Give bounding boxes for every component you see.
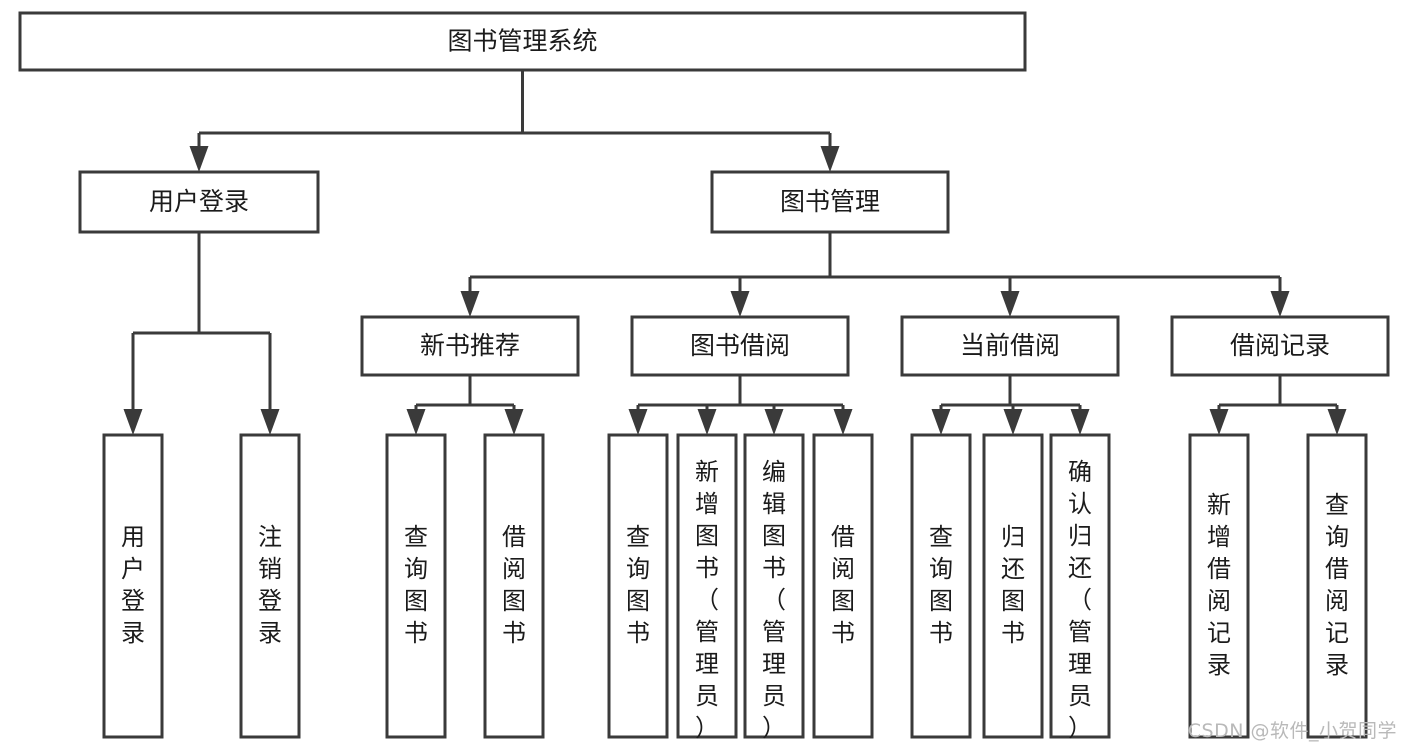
node-label: 用户登录 [121, 523, 145, 647]
arrow-head-icon [931, 409, 951, 435]
node-leaf-return-book[interactable]: 归还图书 [982, 433, 1044, 739]
arrow-head-icon [1000, 291, 1020, 317]
arrow-head-icon [628, 409, 648, 435]
node-leaf-query-record[interactable]: 查询借阅记录 [1306, 433, 1368, 739]
node-records[interactable]: 借阅记录 [1170, 315, 1390, 377]
node-leaf-borrow-book-new[interactable]: 借阅图书 [483, 433, 545, 739]
node-box[interactable] [607, 433, 669, 739]
arrow-head-icon [1327, 409, 1347, 435]
node-leaf-add-record[interactable]: 新增借阅记录 [1188, 433, 1250, 739]
node-current[interactable]: 当前借阅 [900, 315, 1120, 377]
node-root[interactable]: 图书管理系统 [18, 11, 1027, 72]
node-box[interactable] [102, 433, 164, 739]
node-newbook[interactable]: 新书推荐 [360, 315, 580, 377]
node-box[interactable] [900, 315, 1120, 377]
arrow-head-icon [406, 409, 426, 435]
node-box[interactable] [18, 11, 1027, 72]
node-label: 用户登录 [149, 187, 249, 216]
arrow-head-icon [1270, 291, 1290, 317]
node-box[interactable] [1049, 433, 1111, 739]
node-label: 图书管理 [780, 187, 880, 216]
arrow-head-icon [833, 409, 853, 435]
node-leaf-query-book-new[interactable]: 查询图书 [385, 433, 447, 739]
node-leaf-confirm-return-admin[interactable]: 确认归还（管理员） [1049, 433, 1111, 742]
node-box[interactable] [360, 315, 580, 377]
node-label: 查询图书 [929, 523, 953, 647]
node-label: 图书管理系统 [447, 27, 597, 56]
node-leaf-add-book-admin[interactable]: 新增图书（管理员） [676, 433, 738, 742]
node-box[interactable] [239, 433, 301, 739]
node-bookmgmt[interactable]: 图书管理 [710, 170, 950, 234]
node-label: 当前借阅 [960, 331, 1060, 360]
arrow-head-icon [1003, 409, 1023, 435]
arrow-head-icon [1209, 409, 1229, 435]
node-label: 新增借阅记录 [1207, 491, 1231, 679]
node-box[interactable] [676, 433, 738, 739]
node-label: 归还图书 [1001, 523, 1025, 647]
arrow-head-icon [697, 409, 717, 435]
arrow-head-icon [260, 409, 280, 435]
edge-group-borrow [628, 375, 853, 435]
node-box[interactable] [812, 433, 874, 739]
node-box[interactable] [1306, 433, 1368, 739]
node-box[interactable] [1170, 315, 1390, 377]
edge-group-records [1209, 375, 1347, 435]
node-label: 查询图书 [404, 523, 428, 647]
node-box[interactable] [630, 315, 850, 377]
node-box[interactable] [385, 433, 447, 739]
node-box[interactable] [78, 170, 320, 234]
node-leaf-user-login[interactable]: 用户登录 [102, 433, 164, 739]
node-label: 查询借阅记录 [1325, 491, 1349, 679]
node-label: 编辑图书（管理员） [762, 458, 786, 742]
watermark-text: CSDN @软件_小贺同学 [1187, 720, 1397, 742]
node-box[interactable] [483, 433, 545, 739]
node-box[interactable] [910, 433, 972, 739]
arrow-head-icon [730, 291, 750, 317]
node-box[interactable] [982, 433, 1044, 739]
node-box[interactable] [743, 433, 805, 739]
arrow-head-icon [1070, 409, 1090, 435]
node-login[interactable]: 用户登录 [78, 170, 320, 234]
node-label: 注销登录 [258, 523, 282, 647]
node-leaf-query-book-borrow[interactable]: 查询图书 [607, 433, 669, 739]
arrow-head-icon [820, 146, 840, 172]
arrow-head-icon [504, 409, 524, 435]
arrow-head-icon [460, 291, 480, 317]
arrow-head-icon [189, 146, 209, 172]
edge-group-newbook [406, 375, 524, 435]
node-box[interactable] [710, 170, 950, 234]
node-label: 借阅记录 [1230, 331, 1330, 360]
node-leaf-borrow-book[interactable]: 借阅图书 [812, 433, 874, 739]
edge-group-current [931, 375, 1090, 435]
node-label: 新书推荐 [420, 331, 520, 360]
edge-group-login [123, 232, 280, 435]
node-leaf-query-book-current[interactable]: 查询图书 [910, 433, 972, 739]
edge-group-bookmgmt [460, 232, 1290, 317]
node-label: 新增图书（管理员） [695, 458, 719, 742]
node-label: 查询图书 [626, 523, 650, 647]
node-leaf-logout[interactable]: 注销登录 [239, 433, 301, 739]
node-label: 确认归还（管理员） [1068, 458, 1092, 742]
node-boxes-layer: 图书管理系统用户登录图书管理新书推荐图书借阅当前借阅借阅记录用户登录注销登录查询… [18, 11, 1390, 742]
node-borrow[interactable]: 图书借阅 [630, 315, 850, 377]
arrow-head-icon [764, 409, 784, 435]
node-label: 借阅图书 [831, 523, 855, 647]
edge-group-root [189, 70, 840, 172]
node-leaf-edit-book-admin[interactable]: 编辑图书（管理员） [743, 433, 805, 742]
connector-edges-layer [123, 70, 1347, 435]
node-box[interactable] [1188, 433, 1250, 739]
arrow-head-icon [123, 409, 143, 435]
node-label: 借阅图书 [502, 523, 526, 647]
node-label: 图书借阅 [690, 331, 790, 360]
